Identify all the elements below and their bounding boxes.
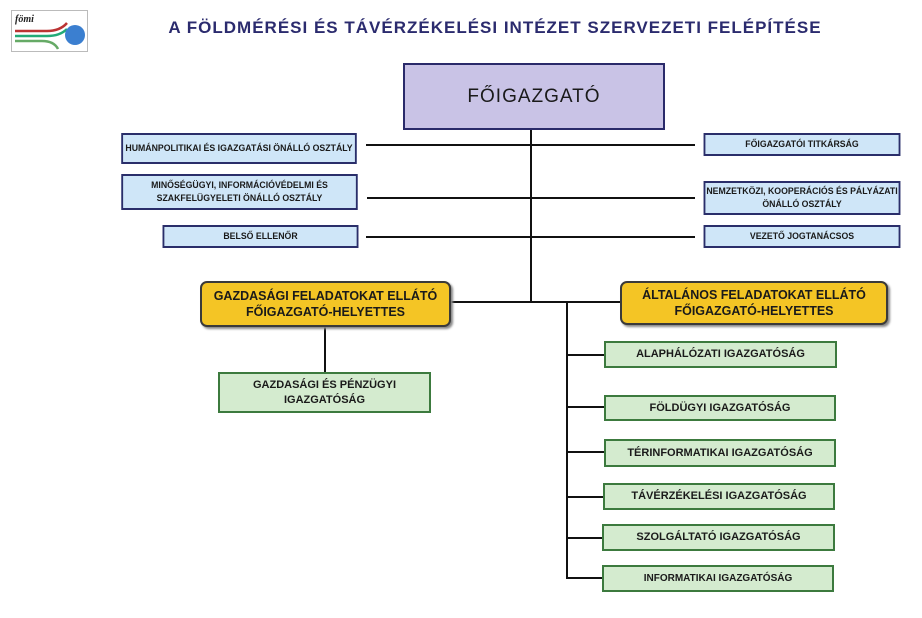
staff-unit-hr: HUMÁNPOLITIKAI ÉS IGAZGATÁSI ÖNÁLLÓ OSZT… <box>121 133 357 164</box>
connector <box>566 406 604 408</box>
connector <box>366 236 695 238</box>
connector <box>566 301 568 578</box>
fomi-logo: fömi <box>11 10 88 52</box>
connector <box>451 301 620 303</box>
connector <box>367 197 695 199</box>
unit-services: SZOLGÁLTATÓ IGAZGATÓSÁG <box>602 524 835 551</box>
svg-text:fömi: fömi <box>15 14 34 25</box>
staff-unit-quality: MINŐSÉGÜGYI, INFORMÁCIÓVÉDELMI ÉS SZAKFE… <box>121 174 358 210</box>
connector <box>530 130 532 302</box>
unit-remote-sensing: TÁVÉRZÉKELÉSI IGAZGATÓSÁG <box>603 483 835 510</box>
unit-it: INFORMATIKAI IGAZGATÓSÁG <box>602 565 834 592</box>
connector <box>566 577 602 579</box>
connector <box>566 496 603 498</box>
unit-geodetic-network: ALAPHÁLÓZATI IGAZGATÓSÁG <box>604 341 837 368</box>
staff-unit-legal: VEZETŐ JOGTANÁCSOS <box>703 225 901 248</box>
deputy-general: ÁLTALÁNOS FELADATOKAT ELLÁTÓ FŐIGAZGATÓ-… <box>620 281 888 325</box>
connector <box>566 537 602 539</box>
connector <box>324 327 326 372</box>
staff-unit-secretariat: FŐIGAZGATÓI TITKÁRSÁG <box>703 133 901 156</box>
deputy-economic: GAZDASÁGI FELADATOKAT ELLÁTÓ FŐIGAZGATÓ-… <box>200 281 451 327</box>
connector <box>566 354 604 356</box>
unit-land-affairs: FÖLDÜGYI IGAZGATÓSÁG <box>604 395 836 421</box>
connector <box>366 144 695 146</box>
staff-unit-internal-auditor: BELSŐ ELLENŐR <box>162 225 359 248</box>
connector <box>566 451 604 453</box>
unit-geoinformatics: TÉRINFORMATIKAI IGAZGATÓSÁG <box>604 439 836 467</box>
director-box: FŐIGAZGATÓ <box>403 63 665 130</box>
staff-unit-international: NEMZETKÖZI, KOOPERÁCIÓS ÉS PÁLYÁZATI ÖNÁ… <box>703 181 901 215</box>
unit-economic-finance: GAZDASÁGI ÉS PÉNZÜGYI IGAZGATÓSÁG <box>218 372 431 413</box>
page-title: A FÖLDMÉRÉSI ÉS TÁVÉRZÉKELÉSI INTÉZET SZ… <box>168 18 822 37</box>
